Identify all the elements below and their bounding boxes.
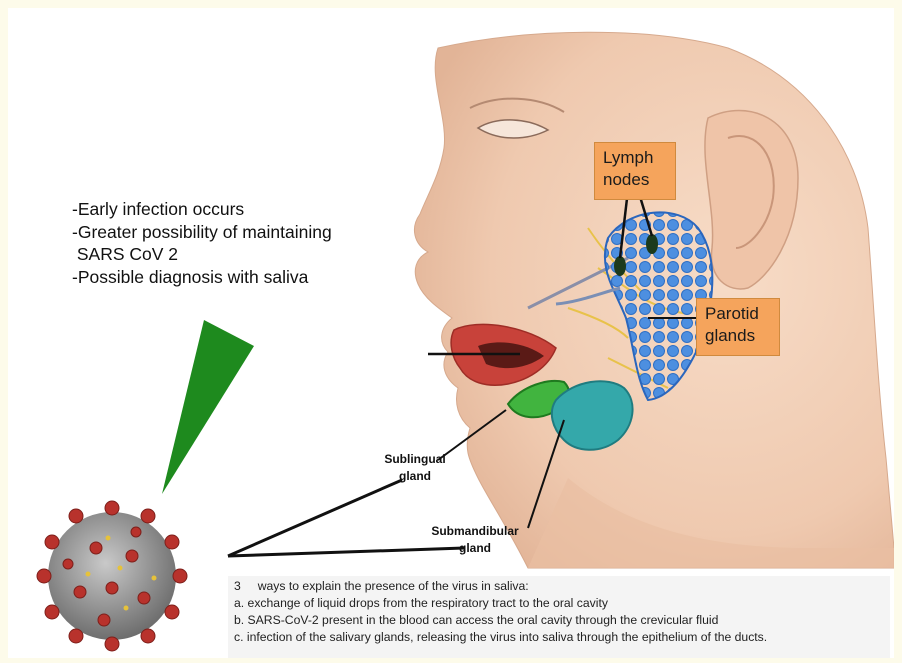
note-line: -Early infection occurs [72,198,332,221]
submandibular-gland-label: Submandibular gland [422,523,528,557]
ways-item: c. infection of the salivary glands, rel… [234,629,890,646]
ways-explanation-box: 3 ways to explain the presence of the vi… [228,576,890,658]
note-line: SARS CoV 2 [72,243,332,266]
green-triangle [162,320,254,494]
lymph-node [614,256,626,276]
virus-icon [37,501,187,651]
ways-intro: 3 ways to explain the presence of the vi… [234,578,890,595]
figure-canvas: -Early infection occurs -Greater possibi… [8,8,894,658]
label-line: gland [422,540,528,557]
note-line: -Possible diagnosis with saliva [72,266,332,289]
note-line: -Greater possibility of maintaining [72,221,332,244]
callout-line: Lymph [603,147,667,169]
notes-list: -Early infection occurs -Greater possibi… [72,198,332,288]
ways-item: a. exchange of liquid drops from the res… [234,595,890,612]
callout-line: Parotid [705,303,771,325]
ways-item: b. SARS-CoV-2 present in the blood can a… [234,612,890,629]
parotid-glands-callout: Parotid glands [696,298,780,356]
lymph-nodes-callout: Lymph nodes [594,142,676,200]
callout-line: nodes [603,169,667,191]
label-line: Sublingual [378,451,452,468]
lymph-node [646,234,658,254]
callout-line: glands [705,325,771,347]
sublingual-gland-label: Sublingual gland [378,451,452,485]
label-line: gland [378,468,452,485]
label-line: Submandibular [422,523,528,540]
